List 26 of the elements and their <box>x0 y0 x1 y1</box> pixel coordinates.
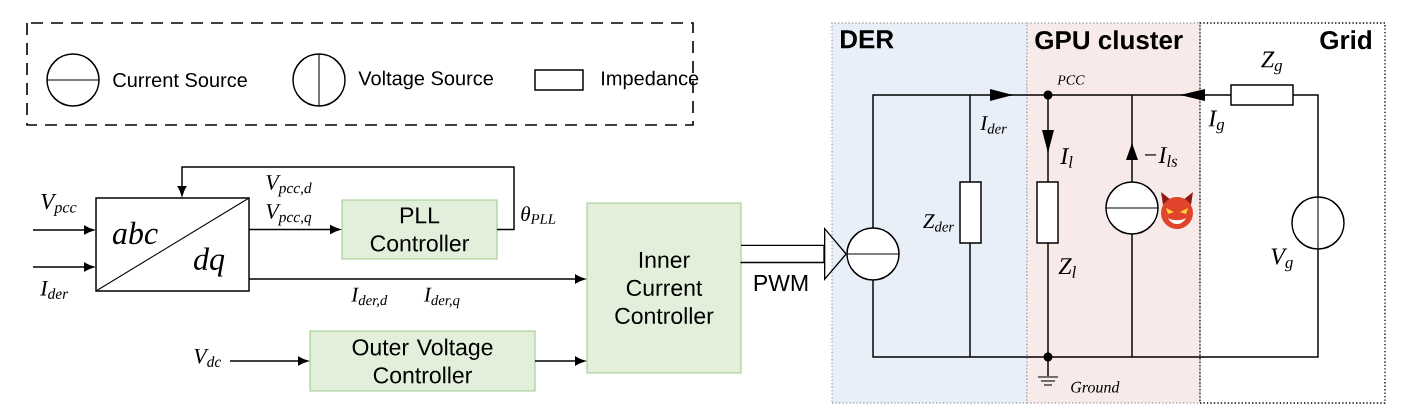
arrow <box>534 356 585 366</box>
arrow <box>248 274 585 284</box>
controller-box: Inner Current Controller <box>586 202 742 374</box>
circuit-label: Z$_{g}$ <box>1261 51 1283 75</box>
arrow <box>229 356 308 366</box>
edge-label: V$_{dc}$ <box>194 349 222 367</box>
region-heading: DER <box>841 30 894 49</box>
legend-label: Current Source <box>113 72 247 88</box>
edge-label: PWM <box>754 275 808 291</box>
controller-box: PLL Controller <box>341 199 498 260</box>
edge-label: V$_{pcc,d}$ V$_{pcc,q}$ <box>266 175 312 226</box>
controller-box: Outer Voltage Controller <box>309 330 536 392</box>
region-heading: Grid <box>1320 30 1371 50</box>
edge-label: V$_{pcc}$ <box>41 194 77 216</box>
arrow <box>177 166 515 231</box>
region-heading: GPU cluster <box>1035 30 1183 50</box>
arrow <box>248 225 340 234</box>
legend-label: Voltage Source <box>358 70 493 90</box>
circuit-label: PCC <box>1057 75 1085 85</box>
edge-label: I$_{der,d}$ I$_{der,q}$ <box>351 287 460 309</box>
edge-label: θ$_{PLL}$ <box>521 206 556 224</box>
edge-label: I$_{der}$ <box>40 281 69 299</box>
arrow <box>32 262 94 272</box>
legend-label: Impedance <box>602 70 699 90</box>
transform-box: abc dq <box>95 197 250 292</box>
arrow <box>32 225 94 235</box>
